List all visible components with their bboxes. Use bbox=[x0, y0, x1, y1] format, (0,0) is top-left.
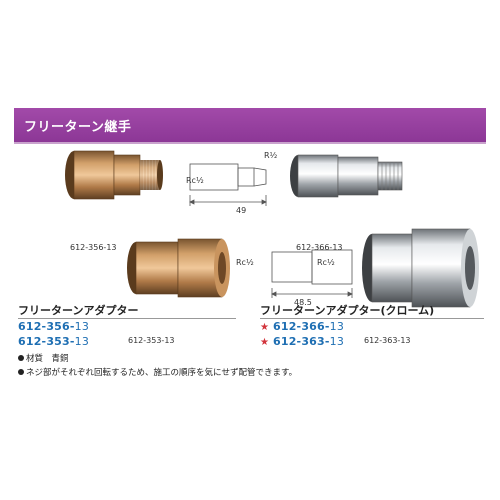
code-main: 612-366- bbox=[273, 320, 330, 333]
star-mark-1: ★ bbox=[260, 322, 269, 333]
product-section: フリーターン継手 bbox=[14, 108, 486, 388]
dim2-length-label: 48.5 bbox=[294, 298, 312, 307]
dim1-left-label: Rc½ bbox=[186, 176, 204, 185]
chrome-adapter-female-image bbox=[362, 228, 479, 308]
caption-612-356-13: 612-356-13 bbox=[70, 243, 117, 252]
bronze-adapter-male-image bbox=[65, 150, 163, 200]
code-main: 612-363- bbox=[273, 335, 330, 348]
caption-612-353-13: 612-353-13 bbox=[128, 336, 175, 345]
left-code-2: 612-353-13 bbox=[18, 335, 89, 348]
product-figure bbox=[65, 150, 479, 308]
right-code-1: 612-366-13 bbox=[273, 320, 344, 333]
code-main: 612-356- bbox=[18, 320, 75, 333]
left-code-1: 612-356-13 bbox=[18, 320, 89, 333]
caption-612-363-13: 612-363-13 bbox=[364, 336, 411, 345]
dimension-drawing-1 bbox=[189, 163, 267, 206]
right-title-underline bbox=[260, 318, 484, 319]
code-suffix: 13 bbox=[329, 320, 345, 333]
code-suffix: 13 bbox=[74, 335, 90, 348]
right-code-2: 612-363-13 bbox=[273, 335, 344, 348]
code-suffix: 13 bbox=[329, 335, 345, 348]
star-mark-2: ★ bbox=[260, 337, 269, 348]
section-header: フリーターン継手 bbox=[14, 108, 486, 142]
dim1-right-label: R½ bbox=[264, 151, 278, 160]
header-divider bbox=[14, 142, 486, 144]
note-info-text: ネジ部がそれぞれ回転するため、施工の順序を気にせず配管できます。 bbox=[26, 368, 298, 378]
section-title: フリーターン継手 bbox=[24, 120, 132, 135]
code-suffix: 13 bbox=[74, 320, 90, 333]
left-title-underline bbox=[18, 318, 236, 319]
dim1-length-label: 49 bbox=[236, 206, 247, 215]
dimension-drawing-2 bbox=[271, 249, 353, 298]
note-info: ネジ部がそれぞれ回転するため、施工の順序を気にせず配管できます。 bbox=[18, 366, 297, 378]
code-main: 612-353- bbox=[18, 335, 75, 348]
dim2-left-label: Rc½ bbox=[236, 258, 254, 267]
note-material: 材質 青銅 bbox=[18, 352, 69, 364]
bullet-icon bbox=[18, 354, 24, 361]
right-product-title: フリーターンアダプター(クローム) bbox=[260, 304, 435, 317]
chrome-adapter-male-image bbox=[290, 154, 403, 198]
bullet-icon bbox=[18, 368, 24, 375]
note-material-text: 材質 青銅 bbox=[26, 354, 69, 364]
left-product-title: フリーターンアダプター bbox=[18, 304, 139, 317]
bronze-adapter-female-image bbox=[127, 238, 230, 298]
dim2-right-label: Rc½ bbox=[317, 258, 335, 267]
caption-612-366-13: 612-366-13 bbox=[296, 243, 343, 252]
